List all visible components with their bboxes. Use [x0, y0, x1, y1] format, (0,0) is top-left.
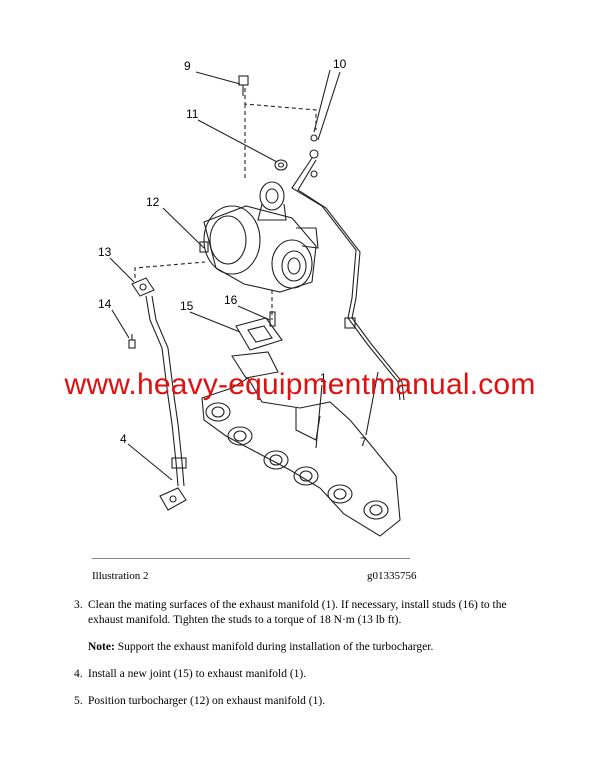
callout-4: 4 — [120, 432, 127, 446]
step-text: Clean the mating surfaces of the exhaust… — [88, 599, 507, 626]
joint-15 — [235, 317, 283, 351]
callout-10: 10 — [333, 57, 347, 71]
step-number: 4. — [74, 668, 83, 680]
gasket-13 — [131, 277, 155, 297]
leader-9 — [195, 71, 241, 85]
step-number: 5. — [74, 695, 83, 707]
step-3: 3. Clean the mating surfaces of the exha… — [74, 598, 544, 628]
callout-1: 1 — [320, 371, 327, 385]
illustration-code: g01335756 — [367, 570, 417, 582]
leader-11 — [197, 119, 278, 163]
callout-9: 9 — [184, 59, 191, 73]
dashed-guide-gasket — [134, 261, 206, 278]
leader-1 — [315, 384, 323, 449]
illustration-caption: Illustration 2 — [92, 570, 149, 582]
callout-7: 7 — [360, 435, 367, 449]
procedure-steps: 3. Clean the mating surfaces of the exha… — [74, 598, 544, 721]
step-4: 4. Install a new joint (15) to exhaust m… — [74, 667, 544, 682]
bolt-14 — [128, 334, 136, 349]
callout-15: 15 — [180, 299, 194, 313]
stud-16 — [269, 311, 276, 327]
step-number: 3. — [74, 599, 83, 611]
step-text: Install a new joint (15) to exhaust mani… — [88, 668, 307, 680]
note-label: Note: — [88, 641, 115, 653]
leader-7 — [365, 371, 379, 436]
bolt-9 — [238, 75, 249, 96]
callout-13: 13 — [98, 245, 112, 259]
leader-15 — [189, 311, 241, 333]
leader-16 — [237, 305, 271, 321]
note-text: Support the exhaust manifold during inst… — [114, 641, 434, 653]
dashed-guide-bolt — [244, 88, 317, 130]
exhaust-manifold-1 — [201, 351, 401, 537]
callout-11: 11 — [186, 107, 199, 121]
watermark: www.heavy-equipmentmanual.com — [64, 368, 536, 401]
turbocharger-12 — [199, 181, 319, 293]
caption-divider — [92, 558, 410, 559]
turbocharger-exploded-diagram: 9 10 11 12 13 14 15 16 1 7 4 — [98, 57, 405, 537]
oil-supply-tube — [291, 69, 405, 401]
leader-4 — [127, 443, 173, 481]
callout-12: 12 — [146, 195, 160, 209]
leader-12 — [162, 207, 205, 249]
oil-drain-tube — [145, 295, 187, 511]
note: Note: Support the exhaust manifold durin… — [74, 640, 544, 655]
nut-11 — [274, 159, 288, 171]
leader-13 — [109, 257, 135, 283]
leader-14 — [111, 309, 130, 339]
callout-14: 14 — [98, 297, 112, 311]
step-text: Position turbocharger (12) on exhaust ma… — [88, 695, 326, 707]
step-5: 5. Position turbocharger (12) on exhaust… — [74, 694, 544, 709]
callout-16: 16 — [224, 293, 238, 307]
leader-10 — [317, 71, 341, 141]
